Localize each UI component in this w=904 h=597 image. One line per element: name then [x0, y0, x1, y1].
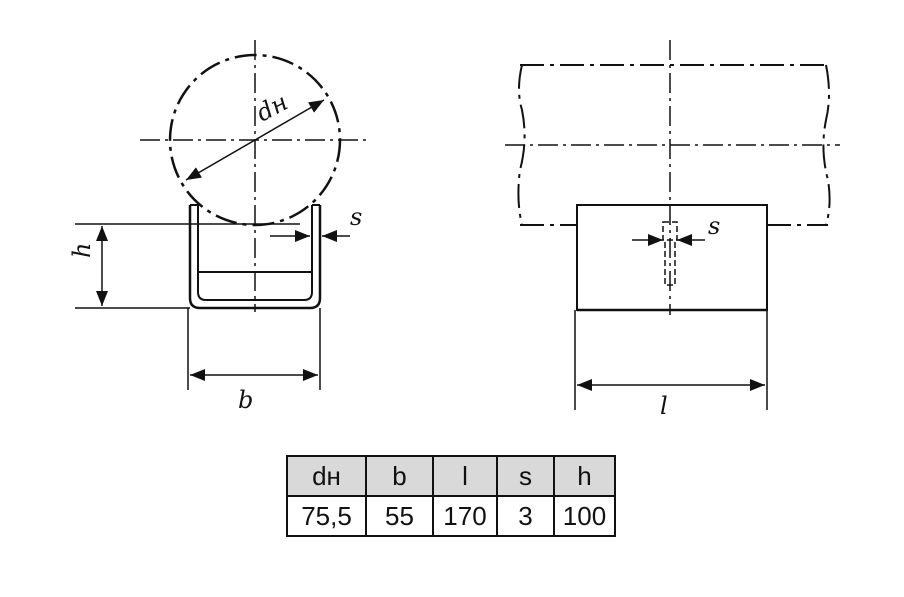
- width-label: b: [238, 386, 253, 414]
- height-label: h: [68, 243, 96, 258]
- header-cell: dн: [286, 455, 367, 497]
- support-block: [576, 204, 768, 311]
- header-cell: s: [496, 455, 555, 497]
- table-row: 75,5 55 170 3 100: [286, 495, 616, 537]
- front-view: [75, 40, 370, 390]
- header-cell: l: [432, 455, 498, 497]
- u-channel-inner: [197, 205, 313, 301]
- side-view: [505, 40, 840, 410]
- thickness-label-left: s: [350, 203, 362, 231]
- value-cell: 55: [365, 495, 434, 537]
- u-channel-outer: [188, 205, 322, 310]
- value-cell: 3: [496, 495, 555, 537]
- header-cell: b: [365, 455, 434, 497]
- diameter-arrow: [185, 99, 325, 181]
- pipe-body: [517, 64, 831, 226]
- thickness-label-right: s: [708, 212, 720, 240]
- value-cell: 170: [432, 495, 498, 537]
- table-header-row: dн b l s h: [286, 455, 616, 497]
- value-cell: 75,5: [286, 495, 367, 537]
- value-cell: 100: [553, 495, 616, 537]
- dimensions-table: dн b l s h 75,5 55 170 3 100: [286, 455, 616, 537]
- length-label: l: [660, 392, 668, 420]
- header-cell: h: [553, 455, 616, 497]
